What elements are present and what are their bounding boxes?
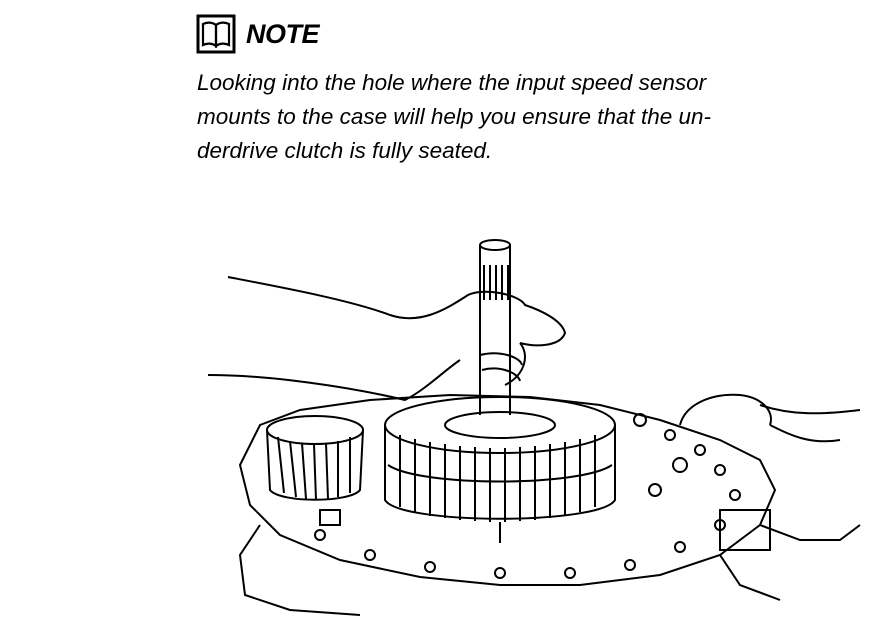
note-line: derdrive clutch is fully seated. (197, 138, 493, 163)
note-body: Looking into the hole where the input sp… (197, 66, 847, 168)
note-line: Looking into the hole where the input sp… (197, 70, 707, 95)
note-title: NOTE (246, 18, 320, 49)
note-line: mounts to the case will help you ensure … (197, 104, 712, 129)
clutch-installation-illustration (207, 239, 861, 616)
note-header: NOTE (196, 14, 320, 54)
book-icon (196, 14, 236, 54)
